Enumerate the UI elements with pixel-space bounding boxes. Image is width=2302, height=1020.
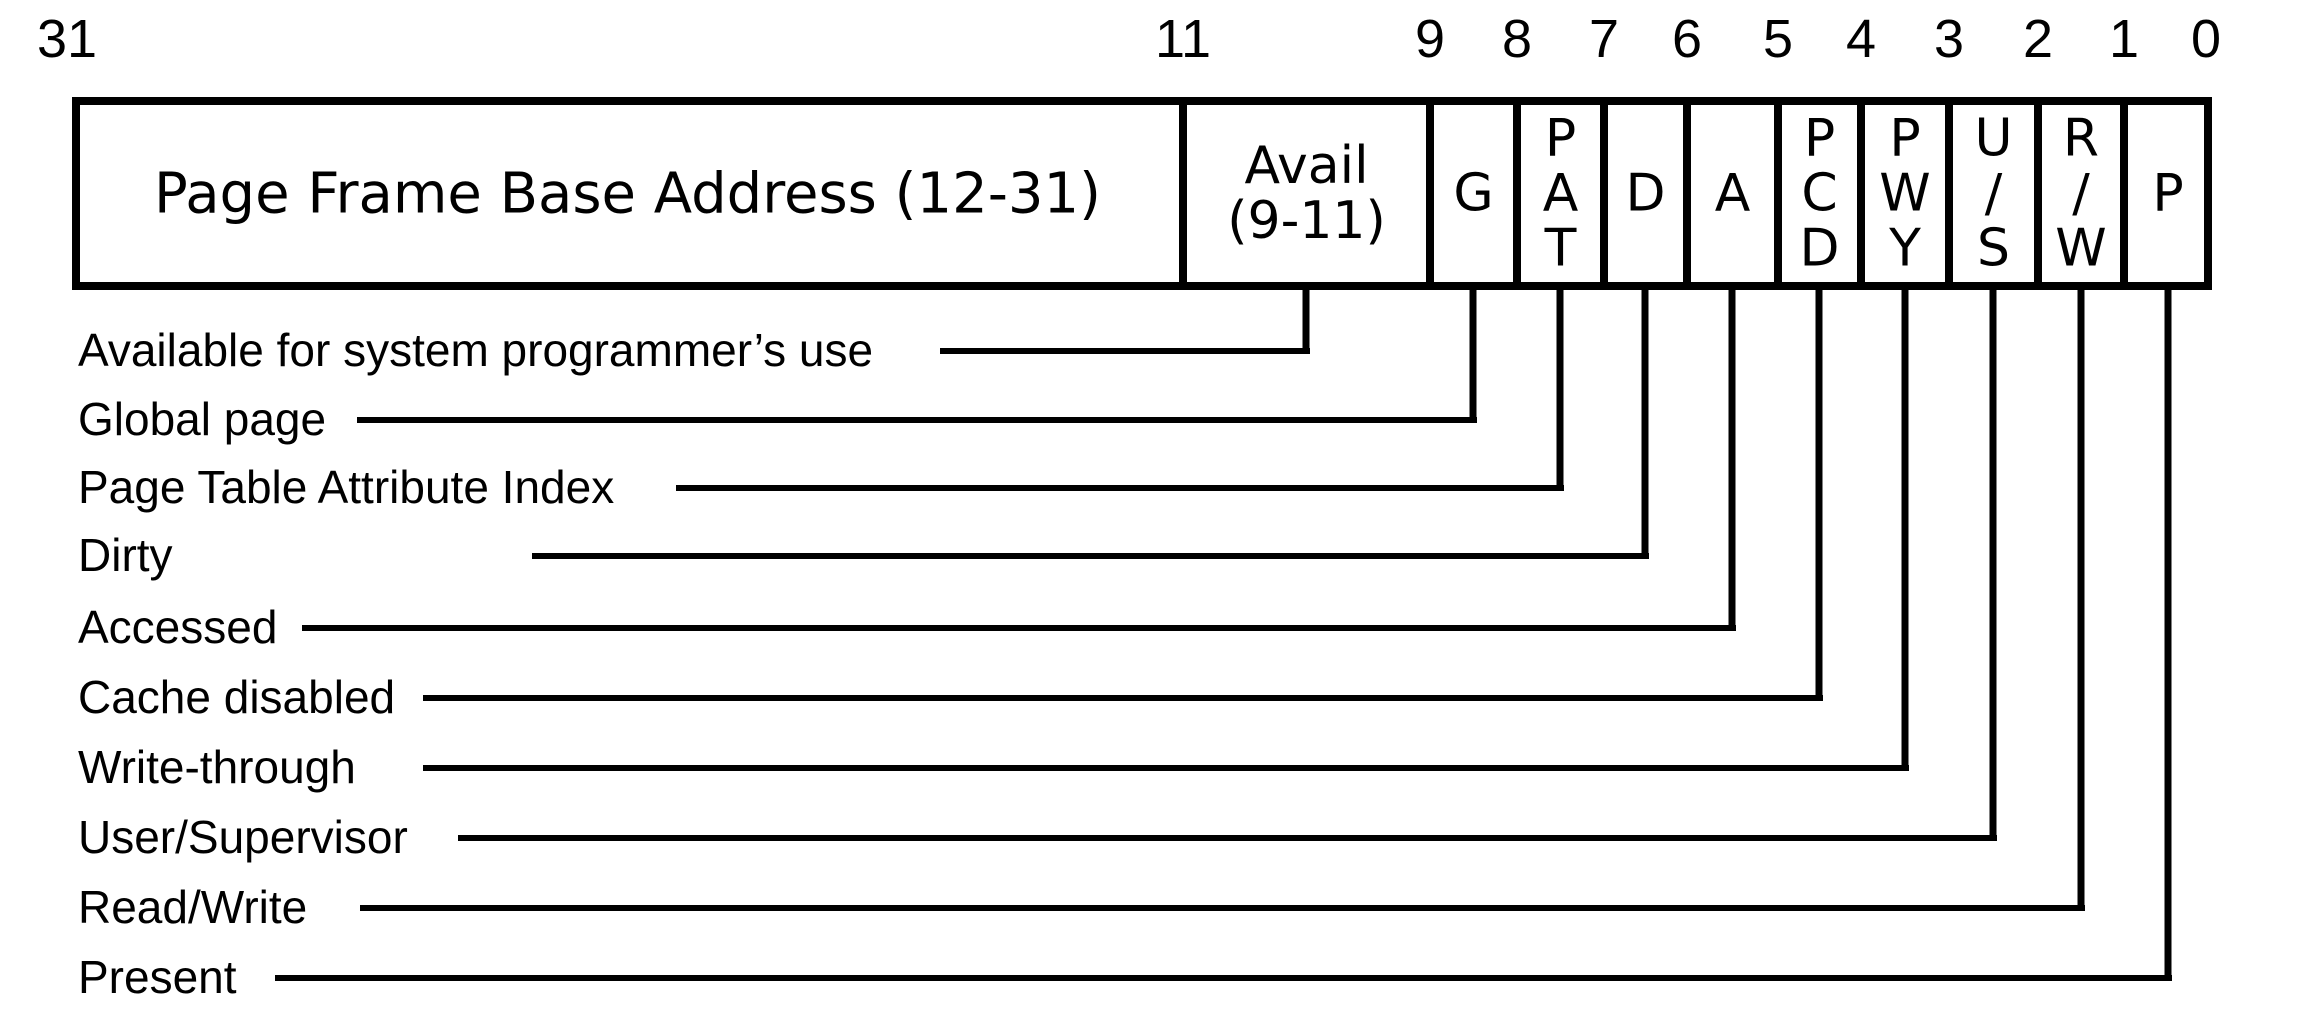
legend-connector-line: [1641, 286, 1649, 559]
legend-leader-line: [302, 625, 1736, 631]
legend-connector-line: [1728, 286, 1736, 631]
field-label-dirty: D: [1625, 163, 1666, 224]
bit-number: 7: [1588, 9, 1620, 69]
legend-leader-line: [423, 765, 1909, 771]
legend-label-pcd: Cache disabled: [78, 671, 396, 724]
field-label-pat: P A T: [1542, 108, 1579, 279]
bit-number: 0: [2190, 9, 2222, 69]
legend-label-pat: Page Table Attribute Index: [78, 461, 615, 514]
legend-leader-line: [676, 485, 1564, 491]
field-label-pwy: P W Y: [1879, 108, 1931, 279]
legend-label-pwy: Write-through: [78, 741, 356, 794]
legend-label-dirty: Dirty: [78, 529, 173, 582]
bit-number: 5: [1762, 9, 1794, 69]
field-label-avail: Avail (9-11): [1227, 135, 1386, 251]
field-label-present: P: [2152, 163, 2184, 224]
field-label-read-write: R / W: [2055, 108, 2107, 279]
legend-label-read-write: Read/Write: [78, 881, 308, 934]
legend-leader-line: [532, 553, 1649, 559]
bit-number: 2: [2022, 9, 2054, 69]
legend-connector-line: [2164, 286, 2172, 981]
bit-number: 4: [1845, 9, 1877, 69]
legend-connector-line: [1989, 286, 1997, 841]
field-label-pcd: P C D: [1799, 108, 1840, 279]
legend-connector-line: [1469, 286, 1477, 423]
legend-leader-line: [275, 975, 2172, 981]
bit-number: 3: [1933, 9, 1965, 69]
field-label-page-frame-base-address: Page Frame Base Address (12-31): [153, 161, 1102, 227]
field-divider: [1683, 100, 1691, 287]
legend-label-global: Global page: [78, 393, 327, 446]
field-divider: [1600, 100, 1608, 287]
field-label-global: G: [1453, 163, 1494, 224]
bit-number: 31: [36, 9, 98, 69]
legend-connector-line: [1815, 286, 1823, 701]
legend-leader-line: [360, 905, 2085, 911]
bit-number: 11: [1154, 9, 1212, 69]
bit-number: 8: [1501, 9, 1533, 69]
field-divider: [1513, 100, 1521, 287]
field-divider: [1857, 100, 1865, 287]
legend-connector-line: [1901, 286, 1909, 771]
legend-leader-line: [423, 695, 1823, 701]
legend-connector-line: [2077, 286, 2085, 911]
legend-leader-line: [940, 348, 1310, 354]
bit-number: 6: [1671, 9, 1703, 69]
field-divider: [1945, 100, 1953, 287]
legend-connector-line: [1556, 286, 1564, 491]
field-label-user-supervisor: U / S: [1974, 108, 2013, 279]
legend-leader-line: [357, 417, 1477, 423]
field-divider: [2034, 100, 2042, 287]
field-label-accessed: A: [1714, 163, 1751, 224]
bit-number: 1: [2108, 9, 2140, 69]
field-divider: [1179, 100, 1187, 287]
legend-connector-line: [1302, 286, 1310, 354]
bit-field-box: [72, 97, 2212, 290]
legend-label-avail: Available for system programmer’s use: [78, 324, 874, 377]
field-divider: [1774, 100, 1782, 287]
field-divider: [1426, 100, 1434, 287]
bit-number: 9: [1414, 9, 1446, 69]
legend-label-accessed: Accessed: [78, 601, 278, 654]
legend-label-present: Present: [78, 951, 237, 1004]
legend-label-user-supervisor: User/Supervisor: [78, 811, 408, 864]
field-divider: [2120, 100, 2128, 287]
legend-leader-line: [458, 835, 1997, 841]
